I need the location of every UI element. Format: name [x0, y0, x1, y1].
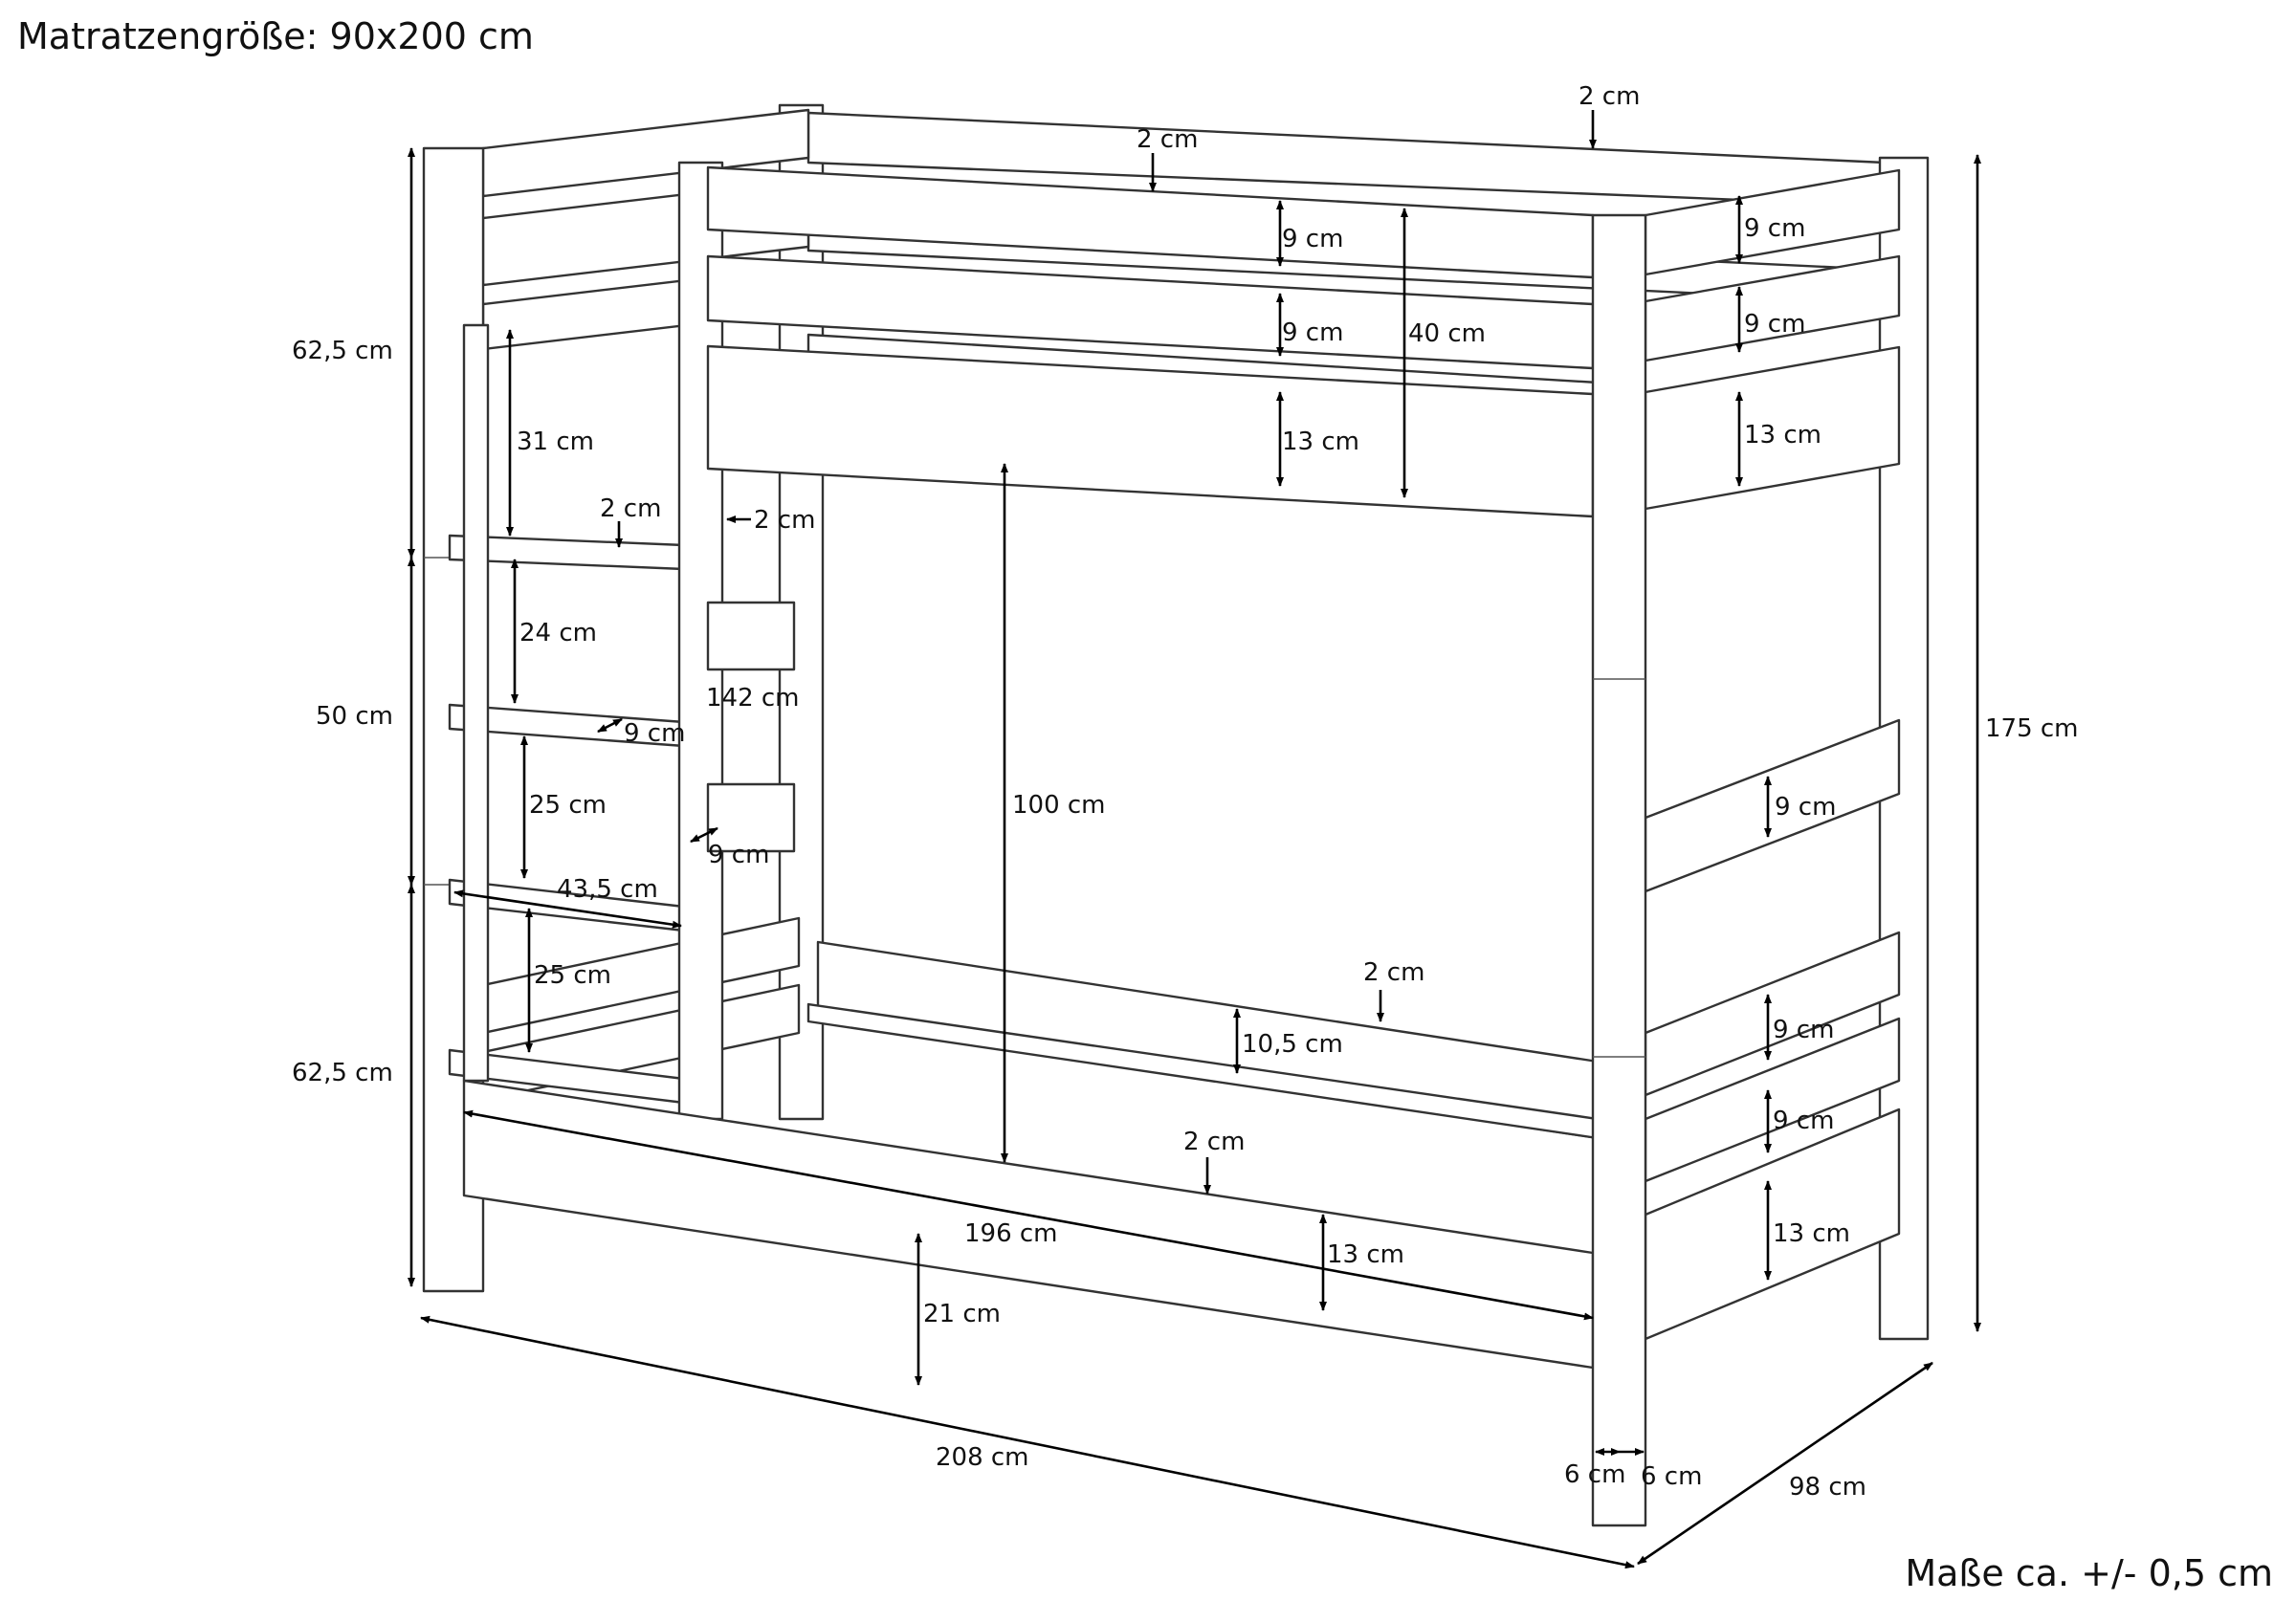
dim-label-rung-gap-2: 25 cm: [529, 791, 607, 820]
dim-label-ladder-height: 142 cm: [706, 684, 800, 713]
dim-label-lower-rail-thickness: 2 cm: [1183, 1128, 1245, 1156]
dim-label-post-width-2: 6 cm: [1641, 1462, 1702, 1491]
dim-label-front-rail-2: 9 cm: [1282, 318, 1343, 347]
dim-label-post-width-1: 6 cm: [1564, 1460, 1625, 1489]
dim-label-front-rail-thickness: 2 cm: [1137, 125, 1198, 154]
dim-label-rung-depth: 9 cm: [624, 719, 685, 748]
dim-label-guard-height: 40 cm: [1408, 319, 1486, 348]
dim-label-inner-length: 196 cm: [964, 1219, 1058, 1248]
dim-label-lower-foot-rail-1: 9 cm: [1773, 1016, 1834, 1044]
dim-label-middle-post-section: 50 cm: [316, 702, 393, 731]
dim-label-rung-gap-1: 24 cm: [519, 619, 597, 647]
front-foot-post: [1591, 213, 1647, 1527]
dim-label-lower-side-rail: 13 cm: [1327, 1240, 1404, 1269]
dim-label-rung-gap-3: 25 cm: [534, 961, 611, 990]
dim-label-rung-width: 43,5 cm: [557, 875, 658, 904]
dim-label-floor-clearance: 21 cm: [923, 1300, 1001, 1328]
dim-label-bed-clearance: 100 cm: [1012, 791, 1106, 820]
center-foot-rail: [1644, 718, 1901, 893]
dim-label-ladder-rail-thickness: 2 cm: [754, 506, 815, 535]
dim-label-back-rail-height: 10,5 cm: [1242, 1030, 1343, 1059]
mattress-size-title: Matratzengröße: 90x200 cm: [17, 15, 534, 57]
upper-front-side-rail: [706, 344, 1595, 518]
dim-label-ladder-top-gap: 31 cm: [517, 428, 594, 456]
dim-label-center-foot-rail: 9 cm: [1775, 793, 1836, 822]
dim-label-lower-post-section: 62,5 cm: [292, 1059, 393, 1087]
dim-label-total-length: 208 cm: [936, 1443, 1029, 1472]
dim-label-upper-post-section: 62,5 cm: [292, 337, 393, 365]
dim-label-foot-rail-3: 13 cm: [1744, 421, 1821, 450]
dim-label-top-rail-thickness: 2 cm: [1578, 82, 1640, 111]
front-head-post: [462, 323, 490, 1083]
dimension-lines: [408, 110, 1981, 1569]
dimension-labels: 2 cm 2 cm 9 cm 9 cm 9 cm 9 cm 40 cm 13 c…: [292, 82, 2079, 1502]
dim-label-lower-foot-rail-3: 13 cm: [1773, 1219, 1850, 1248]
dim-label-total-height: 175 cm: [1985, 714, 2079, 743]
dim-label-side-rail-upper: 13 cm: [1282, 428, 1359, 456]
dim-label-foot-rail-1: 9 cm: [1744, 214, 1805, 243]
dim-label-front-rail-1: 9 cm: [1282, 225, 1343, 253]
dim-label-lower-foot-rail-2: 9 cm: [1773, 1107, 1834, 1135]
tolerance-note: Maße ca. +/- 0,5 cm: [1905, 1552, 2273, 1594]
dim-label-back-rail-thickness: 2 cm: [1363, 958, 1424, 987]
ladder-bracket: [706, 601, 796, 671]
dim-label-rung-thickness: 2 cm: [600, 494, 661, 523]
dim-label-total-width: 98 cm: [1789, 1473, 1866, 1502]
dim-label-ladder-rail-width: 9 cm: [708, 841, 769, 869]
dim-label-foot-rail-2: 9 cm: [1744, 310, 1805, 339]
